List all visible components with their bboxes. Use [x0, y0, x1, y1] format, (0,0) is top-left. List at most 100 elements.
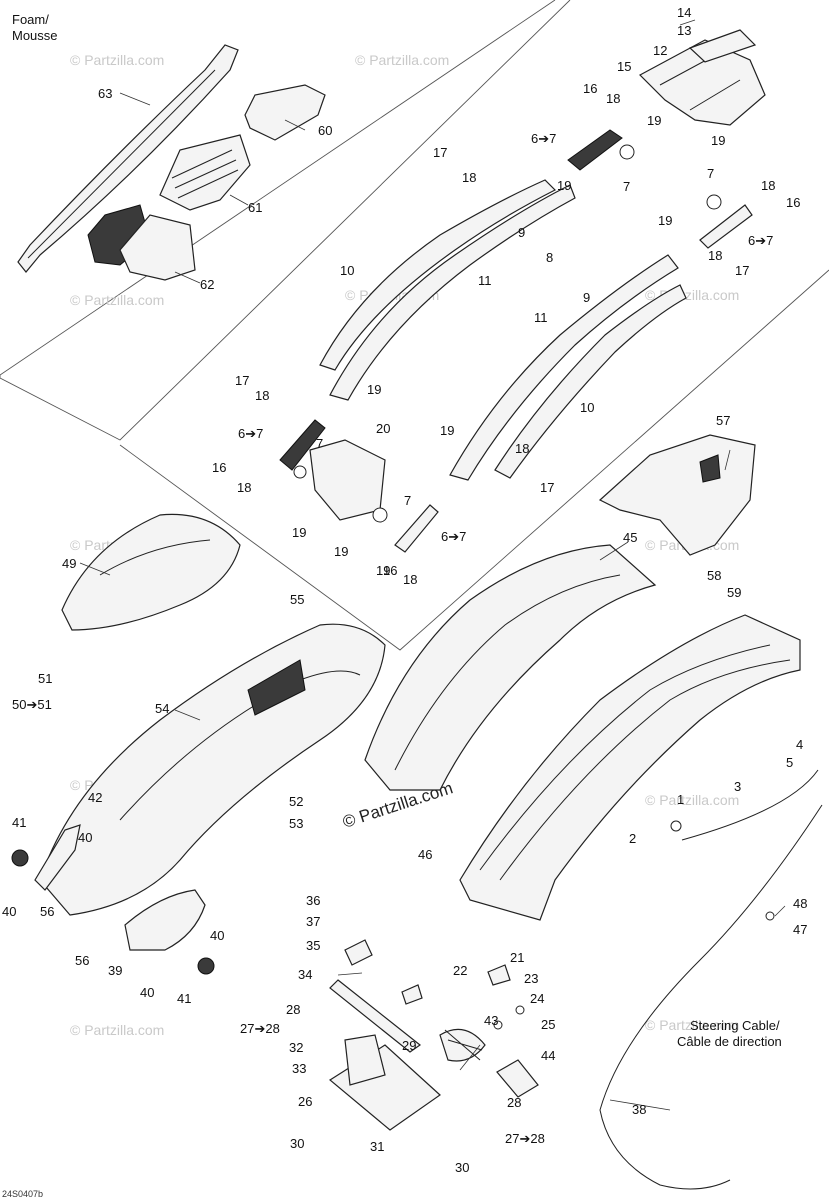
callout-label: 2 — [629, 831, 636, 846]
callout-label: 17 — [235, 373, 249, 388]
watermark: © Partzilla.com — [645, 1017, 739, 1033]
callout-label: 18 — [403, 572, 417, 587]
watermark: © Partzilla.com — [355, 52, 449, 68]
handlebar-pads — [319, 179, 687, 481]
callout-label: 47 — [793, 922, 807, 937]
callout-label: 54 — [155, 701, 169, 716]
callout-label: 46 — [418, 847, 432, 862]
callout-label: 27➔28 — [240, 1021, 280, 1036]
callout-label: 7 — [623, 179, 630, 194]
callout-label: 19 — [658, 213, 672, 228]
callout-label: 59 — [727, 585, 741, 600]
callout-label: 12 — [653, 43, 667, 58]
callout-label: 9 — [518, 225, 525, 240]
callout-label: 16 — [212, 460, 226, 475]
callout-label: 25 — [541, 1017, 555, 1032]
callout-label: 6➔7 — [531, 131, 556, 146]
callout-label: 1 — [677, 792, 684, 807]
foam-label-line2: Mousse — [12, 28, 58, 43]
leader-lines — [79, 19, 786, 1111]
steering-cable-label-line2: Câble de direction — [677, 1034, 782, 1049]
callout-label: 44 — [541, 1048, 555, 1063]
callout-label: 27➔28 — [505, 1131, 545, 1146]
watermark: © Partzilla.com — [70, 292, 164, 308]
callout-label: 28 — [286, 1002, 300, 1017]
callout-label: 56 — [75, 953, 89, 968]
callout-label: 19 — [647, 113, 661, 128]
callout-label: 55 — [290, 592, 304, 607]
callout-label: 16 — [383, 563, 397, 578]
callout-label: 33 — [292, 1061, 306, 1076]
callout-label: 14 — [677, 5, 691, 20]
steering-cable-label: Steering Cable/ Câble de direction — [677, 1018, 782, 1049]
steering-assembly — [328, 939, 539, 1131]
callout-label: 17 — [735, 263, 749, 278]
foam-parts — [17, 44, 326, 281]
callout-label: 35 — [306, 938, 320, 953]
callout-label: 31 — [370, 1139, 384, 1154]
callout-label: 40 — [78, 830, 92, 845]
callout-label: 19 — [440, 423, 454, 438]
callout-label: 39 — [108, 963, 122, 978]
callout-label: 30 — [455, 1160, 469, 1175]
callout-label: 17 — [433, 145, 447, 160]
callout-label: 30 — [290, 1136, 304, 1151]
callout-label: 11 — [534, 310, 548, 325]
callout-label: 6➔7 — [441, 529, 466, 544]
fender-49 — [61, 513, 241, 631]
callout-label: 60 — [318, 123, 332, 138]
callout-label: 10 — [580, 400, 594, 415]
upper-bracket — [639, 29, 766, 126]
callout-label: 15 — [617, 59, 631, 74]
callout-label: 4 — [796, 737, 803, 752]
callout-label: 11 — [478, 273, 492, 288]
callout-label: 43 — [484, 1013, 498, 1028]
handle-assemblies — [279, 129, 753, 553]
callout-label: 6➔7 — [748, 233, 773, 248]
callout-label: 26 — [298, 1094, 312, 1109]
callout-label: 48 — [793, 896, 807, 911]
watermark: © Partzilla.com — [70, 52, 164, 68]
callout-label: 19 — [292, 525, 306, 540]
callout-label: 3 — [734, 779, 741, 794]
frame-45 — [364, 544, 657, 791]
callout-label: 37 — [306, 914, 320, 929]
callout-label: 19 — [557, 178, 571, 193]
watermark: © Partzilla.com — [645, 792, 739, 808]
callout-label: 29 — [402, 1038, 416, 1053]
body-54 — [39, 623, 386, 916]
section-frame — [0, 0, 829, 651]
callout-label: 19 — [376, 563, 390, 578]
callout-label: 7 — [404, 493, 411, 508]
steering-cable-label-line1: Steering Cable/ — [690, 1018, 780, 1033]
callout-label: 32 — [289, 1040, 303, 1055]
callout-label: 18 — [606, 91, 620, 106]
callout-label: 21 — [510, 950, 524, 965]
callout-label: 13 — [677, 23, 691, 38]
lower-housing — [11, 824, 215, 975]
callout-label: 38 — [632, 1102, 646, 1117]
callout-label: 34 — [298, 967, 312, 982]
callout-label: 18 — [761, 178, 775, 193]
callout-label: 53 — [289, 816, 303, 831]
cover-57 — [598, 434, 756, 556]
diagram-code: 24S0407b — [2, 1189, 43, 1199]
callout-label: 8 — [546, 250, 553, 265]
callout-label: 62 — [200, 277, 214, 292]
callout-label: 61 — [248, 200, 262, 215]
callout-label: 58 — [707, 568, 721, 583]
callout-label: 7 — [707, 166, 714, 181]
callout-label: 17 — [540, 480, 554, 495]
foam-label-line1: Foam/ — [12, 12, 49, 27]
callout-label: 40 — [210, 928, 224, 943]
callout-label: 40 — [140, 985, 154, 1000]
callout-label: 10 — [340, 263, 354, 278]
callout-label: 28 — [507, 1095, 521, 1110]
callout-label: 20 — [376, 421, 390, 436]
callout-label: 16 — [786, 195, 800, 210]
callout-label: 50➔51 — [12, 697, 52, 712]
callout-label: 16 — [583, 81, 597, 96]
callout-label: 18 — [708, 248, 722, 263]
callout-label: 45 — [623, 530, 637, 545]
